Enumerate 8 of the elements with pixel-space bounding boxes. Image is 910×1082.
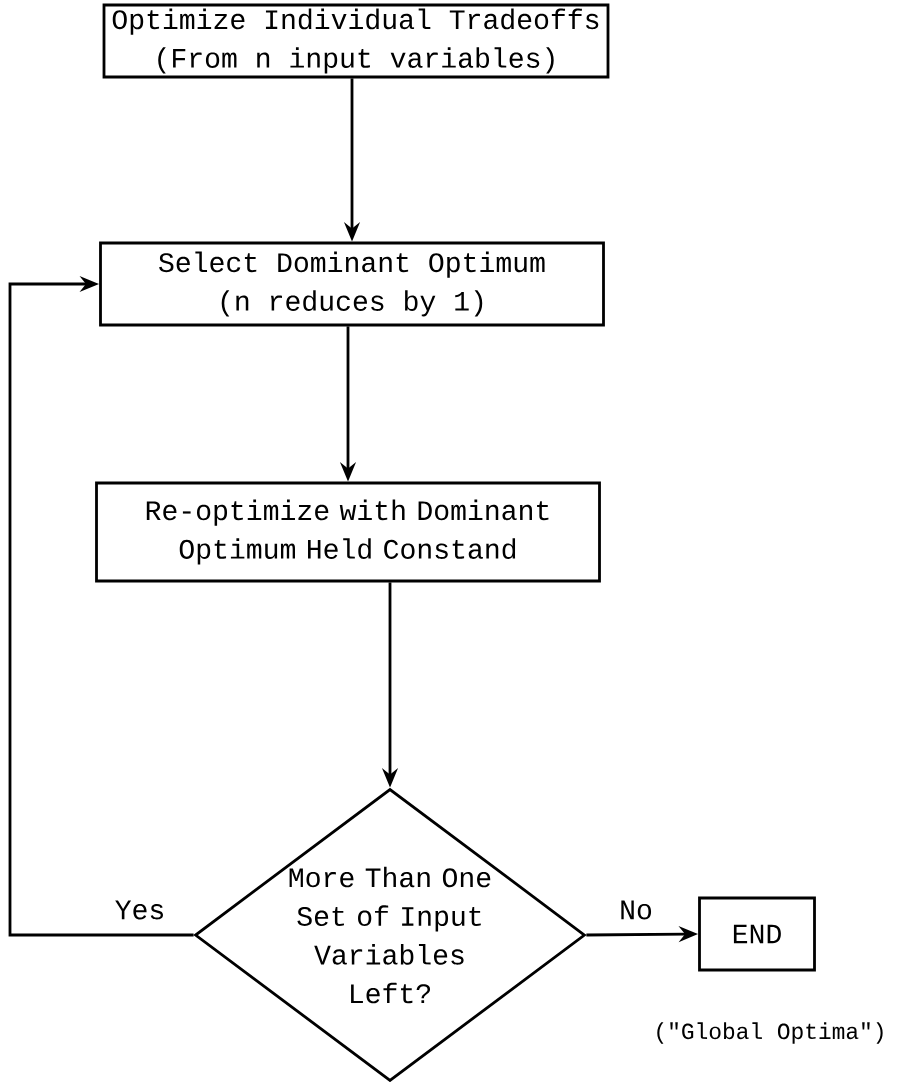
terminal-box: END (698, 896, 816, 972)
edge-label: Yes (112, 898, 168, 922)
process-box: Re-optimize with Dominant Optimum Held Constand (95, 481, 601, 583)
edge-label: No (617, 898, 655, 922)
process-box: Optimize Individual Tradeoffs (From n input variables) (102, 3, 610, 79)
annotation-text: ("Global Optima") (657, 1022, 883, 1044)
process-box: Select Dominant Optimum (n reduces by 1) (99, 241, 605, 327)
arrow (8, 275, 194, 937)
